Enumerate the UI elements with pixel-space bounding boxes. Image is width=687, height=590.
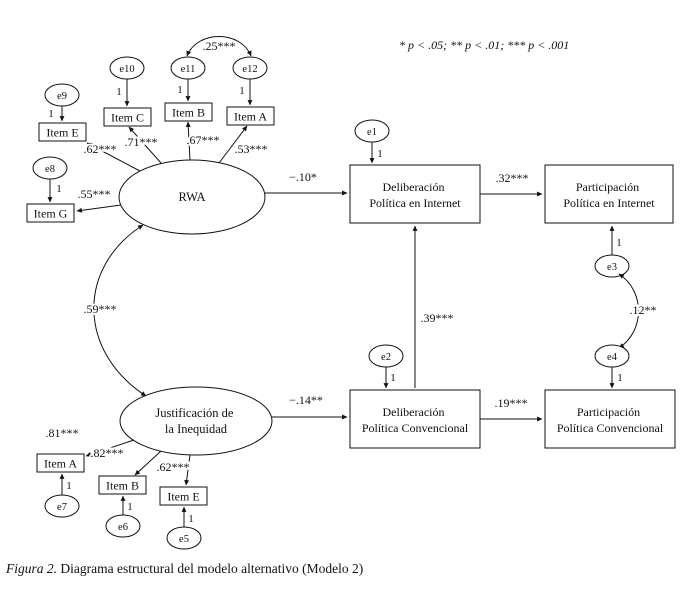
loading-rwa-item-a xyxy=(218,125,248,164)
error-e1-label: e1 xyxy=(367,127,377,138)
coef-rwa-item-b: .67*** xyxy=(187,133,220,147)
box-part-internet-line1: Participación xyxy=(576,180,639,194)
weight-e10-item-c: 1 xyxy=(116,86,122,98)
rwa-measurement-cluster: e9 1 Item E e10 1 Item C e11 1 Item B e1… xyxy=(26,36,275,235)
error-e5-label: e5 xyxy=(179,534,189,545)
box-part-conv xyxy=(544,389,676,449)
weight-e11-item-b: 1 xyxy=(177,84,183,96)
loading-rwa-item-b xyxy=(185,121,191,161)
indicator-item-c-box xyxy=(103,107,152,127)
weight-e12-item-a: 1 xyxy=(239,85,245,97)
box-delib-internet-line2: Política en Internet xyxy=(369,196,461,210)
coef-justificacion-item-a: .81*** xyxy=(46,426,79,440)
indicator-item-c-label: Item C xyxy=(111,111,144,125)
indicator-item-a-bottom-box xyxy=(36,453,85,473)
coef-cov-e11-e12: .25*** xyxy=(203,39,236,53)
latent-rwa-label: RWA xyxy=(178,190,205,204)
indicator-item-b-top-box xyxy=(164,102,213,122)
weight-e3: 1 xyxy=(616,237,622,249)
weight-e2: 1 xyxy=(390,372,396,384)
box-delib-internet-line1: Deliberación xyxy=(383,180,445,194)
loading-rwa-item-c xyxy=(128,126,162,164)
error-e6-label: e6 xyxy=(118,522,128,533)
box-delib-conv xyxy=(349,389,481,449)
coef-rwa-item-e: .62*** xyxy=(84,142,117,156)
loading-rwa-item-g xyxy=(76,204,122,213)
loading-justificacion-item-b xyxy=(134,450,162,476)
figure-caption-text: Diagrama estructural del modelo alternat… xyxy=(57,561,364,576)
indicator-item-e-top-label: Item E xyxy=(46,126,78,140)
box-part-internet xyxy=(544,164,674,224)
indicator-item-e-bottom-label: Item E xyxy=(167,490,199,504)
weight-e8-item-g: 1 xyxy=(56,183,62,195)
weight-e4: 1 xyxy=(617,372,623,384)
weight-e7: 1 xyxy=(66,480,72,492)
loading-justificacion-item-a xyxy=(85,439,135,457)
coef-justificacion-item-e: .62*** xyxy=(157,460,190,474)
coef-rwa-delib-internet: −.10* xyxy=(289,170,317,184)
latent-justificacion-label: Justificación de la Inequidad xyxy=(155,406,236,436)
box-delib-conv-label: Deliberación Política Convencional xyxy=(362,405,469,435)
coef-cov-e3-e4: .12** xyxy=(630,303,657,317)
error-e9-label: e9 xyxy=(57,91,67,102)
error-e7-label: e7 xyxy=(57,502,67,513)
indicator-item-b-bottom-box xyxy=(98,475,147,495)
box-part-conv-line2: Política Convencional xyxy=(557,421,664,435)
indicator-item-g-box xyxy=(26,203,75,223)
weight-e1: 1 xyxy=(377,148,383,160)
coef-delib-conv-part-conv: .19*** xyxy=(495,396,528,410)
structural-model: −.10* e1 1 Deliberación Política en Inte… xyxy=(82,119,676,449)
coef-rwa-item-a: .53*** xyxy=(235,142,268,156)
box-delib-internet xyxy=(349,164,481,224)
indicator-item-b-bottom-label: Item B xyxy=(106,479,139,493)
significance-note: * p < .05; ** p < .01; *** p < .001 xyxy=(399,38,569,52)
covariance-e11-e12-curve xyxy=(186,36,252,57)
indicator-item-a-top-label: Item A xyxy=(234,110,267,124)
coef-justificacion-item-b: .82*** xyxy=(91,446,124,460)
coef-rwa-item-g: .55*** xyxy=(78,187,111,201)
box-part-conv-line1: Participación xyxy=(577,405,640,419)
weight-e6: 1 xyxy=(127,501,133,513)
latent-justificacion-ellipse xyxy=(119,386,273,456)
coef-delib-internet-part-internet: .32*** xyxy=(496,171,529,185)
error-e2-label: e2 xyxy=(381,352,391,363)
weight-e9-item-e: 1 xyxy=(48,108,54,120)
coef-rwa-item-c: .71*** xyxy=(125,135,158,149)
loading-justificacion-item-e xyxy=(184,454,191,486)
figure-caption-number: Figura 2. xyxy=(6,561,58,576)
justificacion-measurement-cluster: Justificación de la Inequidad .81*** Ite… xyxy=(36,386,273,550)
coef-delib-conv-delib-internet: .39*** xyxy=(421,311,454,325)
indicator-item-e-bottom-box xyxy=(159,486,208,506)
indicator-item-a-top-box xyxy=(226,106,275,126)
latent-justificacion-line2: la Inequidad xyxy=(165,422,228,436)
box-part-internet-label: Participación Política en Internet xyxy=(563,180,655,210)
box-part-conv-label: Participación Política Convencional xyxy=(557,405,664,435)
covariance-rwa-justificacion-curve xyxy=(93,224,147,397)
loading-rwa-item-e xyxy=(86,142,141,172)
error-e8-label: e8 xyxy=(45,164,55,175)
error-e10-label: e10 xyxy=(119,64,134,75)
box-delib-conv-line2: Política Convencional xyxy=(362,421,469,435)
coef-cov-rwa-justificacion: .59*** xyxy=(84,302,117,316)
box-delib-internet-label: Deliberación Política en Internet xyxy=(369,180,461,210)
covariance-e3-e4-curve xyxy=(618,273,639,349)
weight-e5: 1 xyxy=(188,513,194,525)
error-e12-label: e12 xyxy=(242,64,257,75)
box-part-internet-line2: Política en Internet xyxy=(563,196,655,210)
error-e4-label: e4 xyxy=(607,352,618,363)
indicator-item-e-top-box xyxy=(38,122,87,142)
error-e3-label: e3 xyxy=(607,262,617,273)
latent-rwa-ellipse xyxy=(118,159,266,235)
box-delib-conv-line1: Deliberación xyxy=(383,405,445,419)
sem-diagram-canvas: * p < .05; ** p < .01; *** p < .001 e9 1… xyxy=(26,36,676,550)
indicator-item-b-top-label: Item B xyxy=(172,106,205,120)
figure-caption: Figura 2. Diagrama estructural del model… xyxy=(6,561,363,577)
error-e11-label: e11 xyxy=(181,64,196,75)
latent-justificacion-line1: Justificación de xyxy=(155,406,234,420)
coef-justificacion-delib-conv: −.14** xyxy=(289,393,323,407)
indicator-item-a-bottom-label: Item A xyxy=(44,457,77,471)
indicator-item-g-label: Item G xyxy=(34,207,68,221)
